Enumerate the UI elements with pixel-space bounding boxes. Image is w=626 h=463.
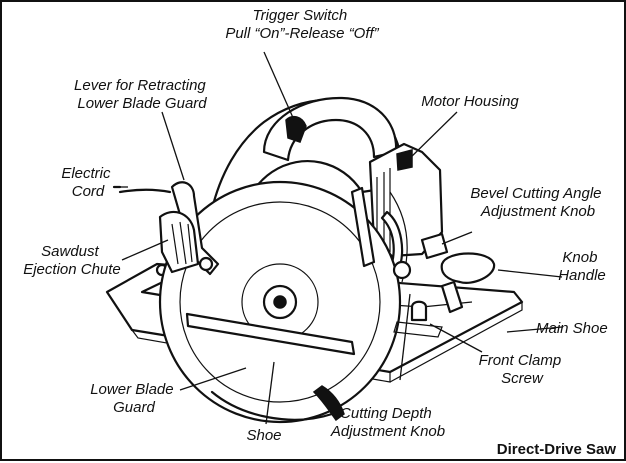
diagram-caption: Direct-Drive Saw bbox=[497, 441, 617, 458]
labels: Trigger Switch Pull “On”-Release “Off” L… bbox=[23, 7, 616, 458]
label-bevel-knob: Bevel Cutting Angle Adjustment Knob bbox=[470, 185, 605, 220]
label-front-clamp: Front Clamp Screw bbox=[479, 352, 566, 387]
lower-blade-guard bbox=[312, 385, 345, 422]
front-clamp-screw bbox=[410, 300, 428, 322]
knob-handle bbox=[440, 252, 496, 284]
label-main-shoe: Main Shoe bbox=[536, 320, 608, 337]
label-trigger-switch: Trigger Switch Pull “On”-Release “Off” bbox=[225, 7, 379, 42]
label-knob-handle: Knob Handle bbox=[558, 249, 606, 284]
saw-illustration bbox=[105, 96, 524, 424]
label-cutting-depth: Cutting Depth Adjustment Knob bbox=[330, 405, 445, 440]
retracting-lever bbox=[170, 181, 220, 276]
label-electric-cord: Electric Cord bbox=[61, 165, 114, 200]
electric-cord bbox=[118, 188, 172, 194]
label-motor-housing: Motor Housing bbox=[421, 93, 519, 110]
label-shoe: Shoe bbox=[246, 427, 281, 444]
label-sawdust-chute: Sawdust Ejection Chute bbox=[23, 243, 121, 278]
label-lower-blade-guard: Lower Blade Guard bbox=[90, 381, 178, 416]
leader-lines bbox=[118, 51, 563, 425]
label-retracting-lever: Lever for Retracting Lower Blade Guard bbox=[74, 77, 210, 112]
